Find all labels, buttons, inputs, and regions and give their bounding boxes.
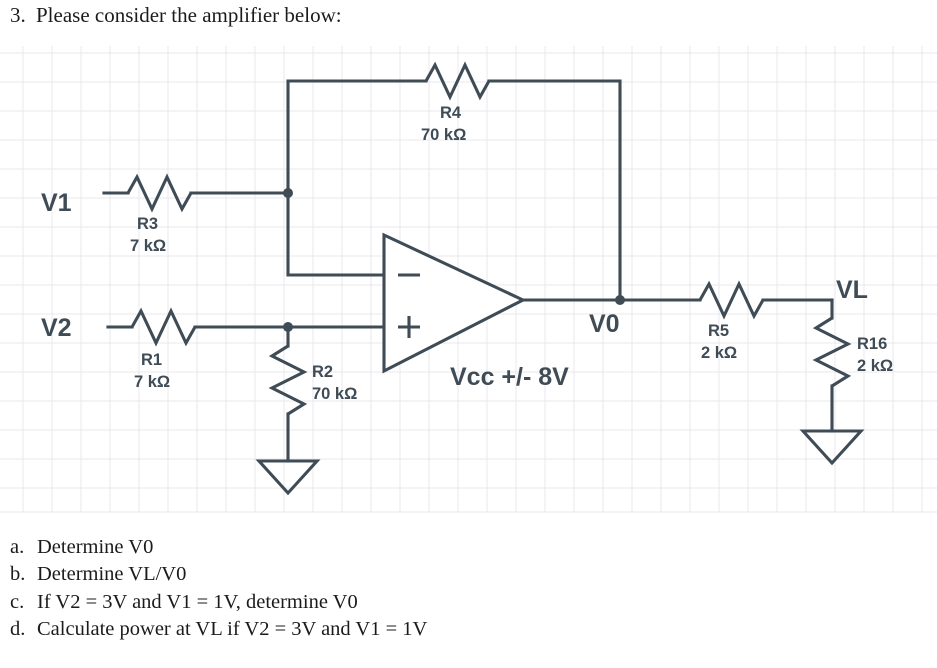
resistor-r4-symbol (424, 61, 491, 101)
branch-v1 (102, 173, 290, 213)
ground-symbol-r2 (255, 459, 321, 496)
label-v0: V0 (589, 310, 620, 338)
subquestion-marker: b. (10, 563, 26, 586)
label-r5-name: R5 (708, 322, 729, 340)
subquestion-marker: d. (10, 617, 26, 640)
branch-v2 (106, 307, 386, 347)
circuit-diagram: V1 V2 R3 7 kΩ R1 7 kΩ R4 70 kΩ R2 70 kΩ … (0, 46, 937, 516)
label-r4-name: R4 (440, 104, 462, 122)
feedback-loop (283, 61, 622, 301)
ground-symbol-r16 (799, 429, 865, 466)
resistor-r1-symbol (130, 307, 197, 347)
grid-background (0, 46, 937, 513)
subquestion-text: Determine V0 (37, 536, 154, 558)
subquestion-text: Determine VL/V0 (37, 563, 187, 586)
resistor-r16-symbol (812, 316, 852, 388)
subquestion-text: If V2 = 3V and V1 = 1V, determine V0 (37, 590, 358, 613)
wire-node-to-minus (286, 191, 386, 277)
resistor-r5-symbol (698, 280, 765, 320)
branch-output-load (698, 280, 834, 320)
subquestion-list: a. Determine V0 b. Determine VL/V0 c. If V2… (10, 534, 930, 643)
resistor-r3-symbol (126, 173, 193, 213)
label-vl: VL (836, 276, 868, 304)
label-r16-name: R16 (857, 335, 887, 353)
subquestion-marker: c. (10, 590, 25, 613)
list-item: a. Determine V0 (10, 534, 930, 561)
question-number: 3. (10, 3, 26, 27)
label-r3-value: 7 kΩ (130, 237, 166, 255)
label-vcc-supply: Vcc +/- 8V (450, 363, 569, 391)
label-r2-value: 70 kΩ (312, 385, 357, 403)
list-item: b. Determine VL/V0 (10, 561, 930, 588)
wire-node-to-r4 (286, 79, 428, 195)
junction-dot-v0 (615, 295, 625, 305)
question-prompt: Please consider the amplifier below: (36, 3, 342, 27)
subquestion-marker: a. (10, 536, 25, 558)
label-r5-value: 2 kΩ (701, 344, 737, 362)
circuit-svg: V1 V2 R3 7 kΩ R1 7 kΩ R4 70 kΩ R2 70 kΩ … (0, 46, 937, 513)
label-r2-name: R2 (312, 363, 333, 381)
label-v1: V1 (41, 189, 72, 217)
list-item: d. Calculate power at VL if V2 = 3V and V… (10, 616, 930, 643)
circuit-labels: V1 V2 R3 7 kΩ R1 7 kΩ R4 70 kΩ R2 70 kΩ … (41, 104, 893, 403)
label-r1-name: R1 (141, 351, 162, 369)
opamp (382, 232, 702, 374)
branch-r16-ground (799, 298, 865, 466)
question-title: 3. Please consider the amplifier below: (10, 3, 342, 28)
junction-dot-inverting (283, 188, 293, 198)
list-item: c. If V2 = 3V and V1 = 1V, determine V0 (10, 589, 930, 616)
branch-r2-ground (255, 322, 321, 496)
label-r3-name: R3 (137, 215, 158, 233)
label-r16-value: 2 kΩ (857, 357, 893, 375)
opamp-triangle (382, 232, 527, 374)
resistor-r2-symbol (268, 344, 308, 416)
subquestion-text: Calculate power at VL if V2 = 3V and V1 … (37, 617, 428, 640)
label-r1-value: 7 kΩ (134, 373, 170, 391)
label-r4-value: 70 kΩ (421, 126, 466, 144)
wire-r4-to-output (487, 79, 622, 301)
label-v2: V2 (41, 314, 72, 342)
